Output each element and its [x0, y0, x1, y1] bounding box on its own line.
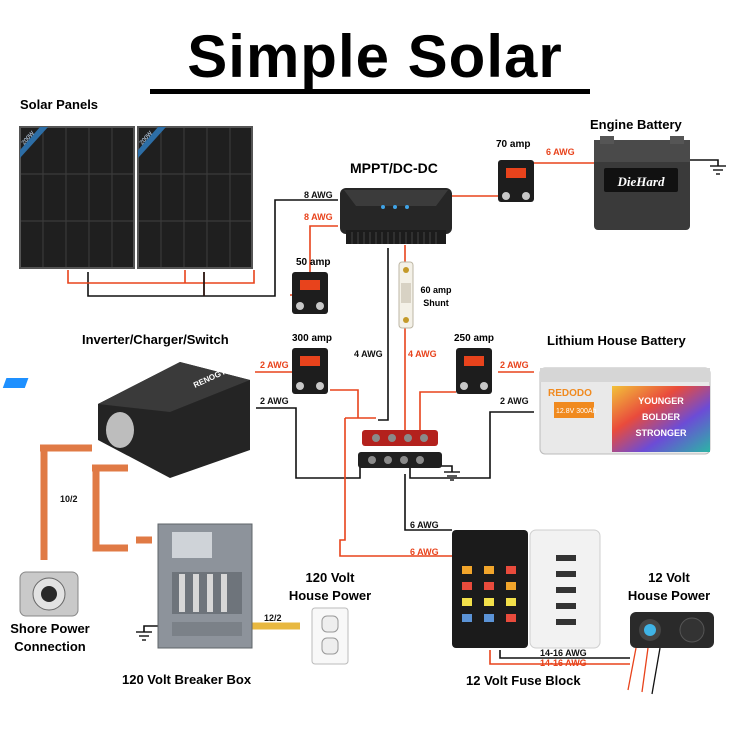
busbar-positive	[362, 430, 438, 446]
wire-1416-black	[499, 650, 630, 659]
breaker-70a	[498, 160, 534, 202]
diehard-logo: DieHard	[617, 174, 665, 189]
slogan-line-3: STRONGER	[635, 428, 687, 438]
wire-panel-pos	[67, 270, 255, 284]
inverter	[2, 362, 250, 478]
wire-1416-red	[489, 650, 630, 665]
shore-power-line-1: Shore Power	[10, 621, 90, 636]
wire-ground-breaker	[143, 625, 160, 632]
wire-250a-bus	[419, 391, 456, 430]
shunt-line-1: 60 amp	[420, 285, 452, 295]
label-fuse-block: 12 Volt Fuse Block	[466, 673, 581, 688]
wire-label-2awg-black-right: 2 AWG	[500, 396, 529, 406]
wire-label-12-2: 12/2	[264, 613, 282, 623]
wire-ground-engine	[690, 159, 719, 166]
ground-symbol-breaker	[136, 631, 152, 641]
wire-label-4awg-red: 4 AWG	[408, 349, 437, 359]
wire-label-6awg-engine: 6 AWG	[546, 147, 575, 157]
wire-mppt-4awg-black	[378, 248, 389, 421]
label-solar-panels: Solar Panels	[20, 97, 99, 112]
wire-label-4awg-black: 4 AWG	[354, 349, 383, 359]
wire-label-2awg-black-left: 2 AWG	[260, 396, 289, 406]
breaker-250a	[456, 348, 492, 394]
wire-label-6awg-red-fuse: 6 AWG	[410, 547, 439, 557]
wire-panel-neg	[87, 199, 338, 297]
label-breaker-250a: 250 amp	[454, 333, 495, 344]
wire-lithium-neg	[409, 411, 534, 479]
busbar-negative	[358, 452, 442, 468]
ground-symbol-bus	[444, 471, 460, 481]
wire-label-10-2: 10/2	[60, 494, 78, 504]
label-mppt: MPPT/DC-DC	[350, 160, 438, 176]
label-breaker-box: 120 Volt Breaker Box	[122, 672, 252, 687]
solar-panel-right	[137, 126, 253, 269]
slogan-line-2: BOLDER	[642, 412, 681, 422]
battery-spec: 12.8V 300Ah	[556, 408, 597, 415]
label-shunt: 60 amp Shunt	[414, 284, 458, 310]
shunt-line-2: Shunt	[423, 298, 449, 308]
usb-socket-panel	[627, 612, 714, 695]
ground-symbol-engine	[710, 165, 726, 175]
house-120-line-2: House Power	[288, 588, 372, 603]
wire-label-2awg-red-left: 2 AWG	[260, 360, 289, 370]
title-underline	[150, 89, 590, 94]
wire-bus-fuse-black	[404, 474, 452, 531]
label-lithium-battery: Lithium House Battery	[547, 333, 686, 348]
wire-inverter-neg	[256, 407, 361, 479]
shore-power-inlet	[19, 571, 79, 617]
mppt-controller	[340, 188, 452, 244]
solar-panel-left	[19, 126, 135, 269]
wire-bus-fuse-red	[339, 418, 452, 557]
shore-power-line-2: Connection	[14, 639, 86, 654]
house-12-line-1: 12 Volt	[648, 570, 690, 585]
wires	[67, 159, 719, 665]
redodo-logo: REDODO	[548, 388, 592, 399]
lithium-battery	[539, 367, 711, 455]
wire-label-6awg-black-fuse: 6 AWG	[410, 520, 439, 530]
label-breaker-50a: 50 amp	[296, 257, 331, 268]
label-breaker-70a: 70 amp	[496, 139, 531, 150]
fuse-60a	[398, 261, 414, 329]
house-12-line-2: House Power	[627, 588, 711, 603]
breaker-300a	[292, 348, 328, 394]
label-shore-power: Shore Power Connection	[0, 620, 100, 656]
fuses	[462, 566, 516, 622]
house-120-line-1: 120 Volt	[305, 570, 355, 585]
wire-label-8awg-black: 8 AWG	[304, 190, 333, 200]
wall-outlet	[311, 607, 349, 665]
copper-cables	[40, 444, 152, 560]
breaker-box	[157, 523, 253, 649]
wire-300a-bus	[330, 389, 359, 418]
wire-label-1416-red: 14-16 AWG	[540, 658, 587, 668]
breaker-50a	[292, 272, 328, 314]
label-breaker-300a: 300 amp	[292, 333, 333, 344]
page-title: Simple Solar	[187, 23, 563, 90]
label-12v-house-power: 12 Volt House Power	[614, 569, 724, 605]
wire-label-2awg-red-right: 2 AWG	[500, 360, 529, 370]
engine-battery	[594, 136, 690, 230]
label-engine-battery: Engine Battery	[590, 117, 682, 132]
label-120v-house-power: 120 Volt House Power	[270, 569, 390, 605]
slogan-line-1: YOUNGER	[638, 396, 684, 406]
fuse-block	[452, 529, 601, 649]
label-inverter: Inverter/Charger/Switch	[82, 332, 229, 347]
wire-label-8awg-red: 8 AWG	[304, 212, 333, 222]
wire-label-1416-black: 14-16 AWG	[540, 648, 587, 658]
